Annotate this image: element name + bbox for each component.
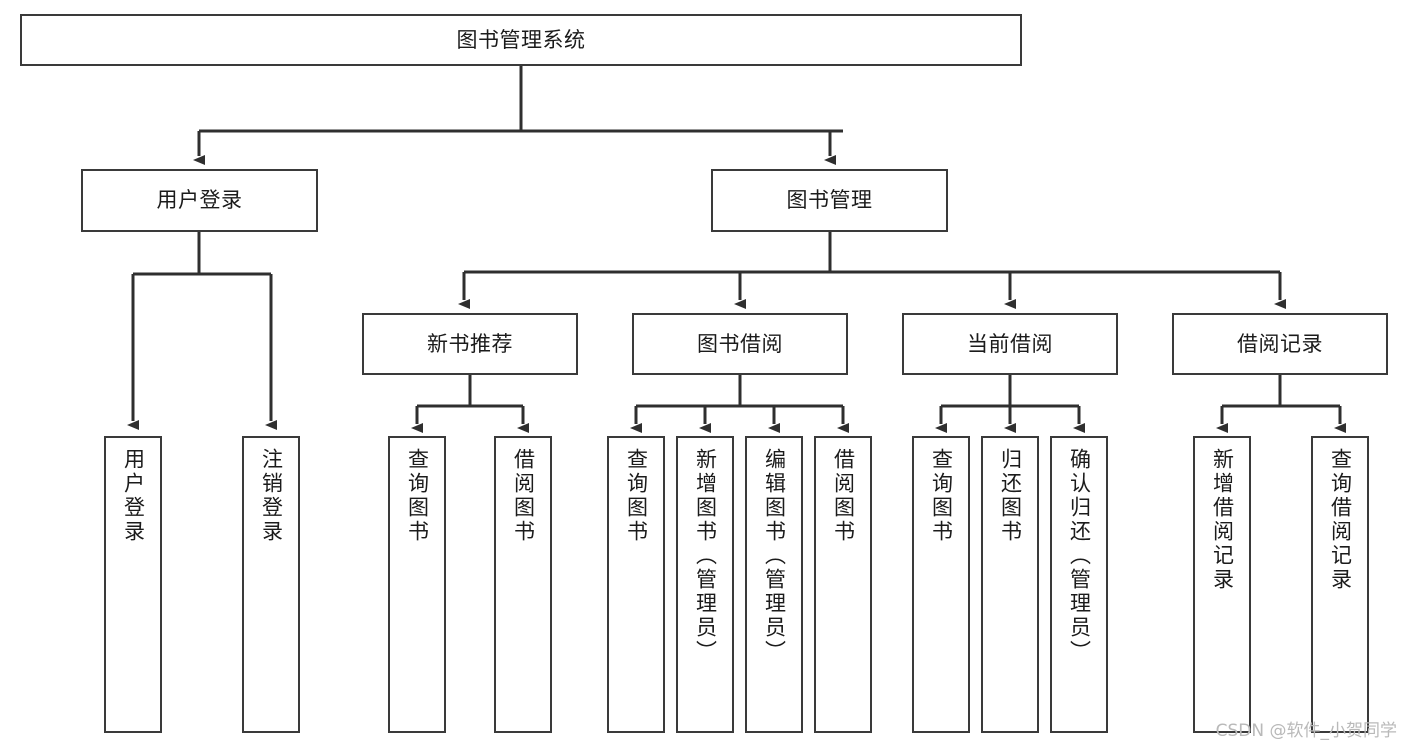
node-leaf-borrow-book-1[interactable]: 借阅图书 [494,436,552,733]
node-current-borrow[interactable]: 当前借阅 [902,313,1118,375]
node-leaf-return-book[interactable]: 归还图书 [981,436,1039,733]
node-label: 借阅图书 [511,448,536,544]
node-user-login[interactable]: 用户登录 [81,169,318,232]
node-label: 当前借阅 [967,331,1053,356]
node-label: 新增借阅记录 [1210,448,1235,592]
node-label: 编辑图书（管理员） [762,448,787,664]
node-label: 图书管理系统 [456,27,586,52]
node-book-borrow[interactable]: 图书借阅 [632,313,848,375]
node-label: 注销登录 [259,448,284,544]
node-root-book-management-system[interactable]: 图书管理系统 [20,14,1022,66]
node-leaf-query-record[interactable]: 查询借阅记录 [1311,436,1369,733]
node-label: 查询图书 [624,448,649,544]
node-label: 查询借阅记录 [1328,448,1353,592]
node-leaf-confirm-return[interactable]: 确认归还（管理员） [1050,436,1108,733]
node-leaf-logout-login[interactable]: 注销登录 [242,436,300,733]
node-leaf-query-book-3[interactable]: 查询图书 [912,436,970,733]
node-book-management[interactable]: 图书管理 [711,169,948,232]
node-label: 新书推荐 [427,331,513,356]
node-leaf-query-book-2[interactable]: 查询图书 [607,436,665,733]
node-label: 图书管理 [786,188,873,213]
node-label: 借阅图书 [831,448,856,544]
node-leaf-user-login[interactable]: 用户登录 [104,436,162,733]
node-leaf-edit-book[interactable]: 编辑图书（管理员） [745,436,803,733]
node-label: 图书借阅 [697,331,783,356]
node-label: 用户登录 [121,448,146,544]
node-label: 归还图书 [998,448,1023,544]
node-label: 用户登录 [156,188,243,213]
node-label: 借阅记录 [1237,331,1323,356]
node-label: 确认归还（管理员） [1067,448,1092,664]
node-leaf-borrow-book-2[interactable]: 借阅图书 [814,436,872,733]
node-leaf-add-record[interactable]: 新增借阅记录 [1193,436,1251,733]
node-label: 查询图书 [929,448,954,544]
node-leaf-add-book[interactable]: 新增图书（管理员） [676,436,734,733]
node-label: 新增图书（管理员） [693,448,718,664]
node-new-book-recommend[interactable]: 新书推荐 [362,313,578,375]
node-leaf-query-book-1[interactable]: 查询图书 [388,436,446,733]
node-borrow-record[interactable]: 借阅记录 [1172,313,1388,375]
node-label: 查询图书 [405,448,430,544]
